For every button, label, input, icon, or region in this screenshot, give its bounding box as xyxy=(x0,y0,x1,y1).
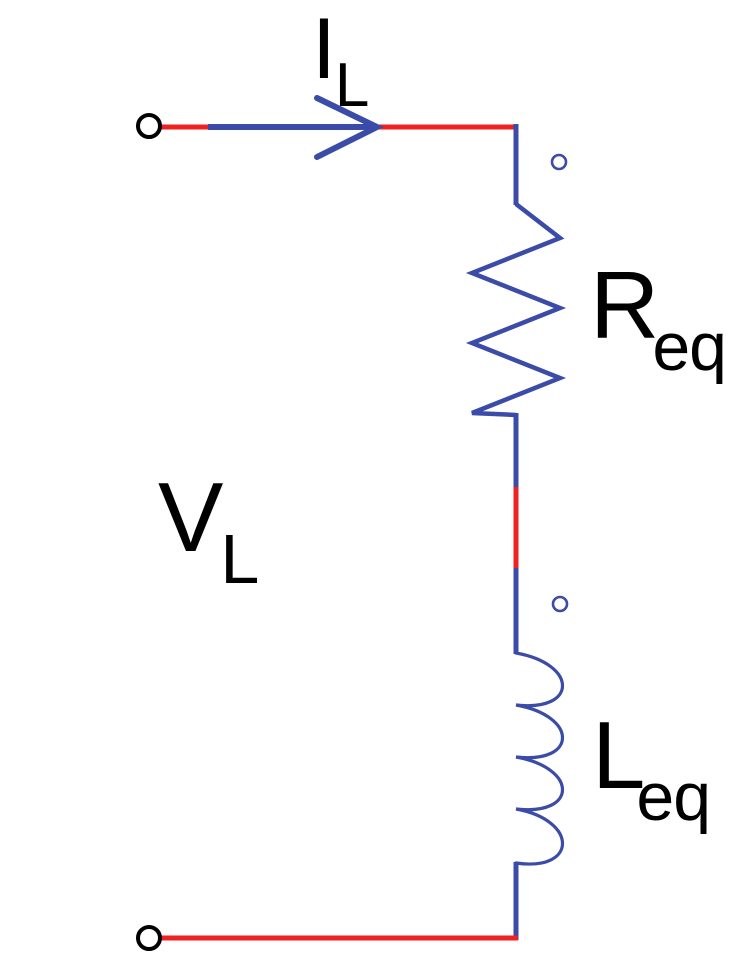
current-label-base: I xyxy=(312,1,336,97)
voltage-label: VL xyxy=(158,468,260,594)
voltage-label-base: V xyxy=(158,462,223,572)
inductor-label-subscript: eq xyxy=(636,759,711,835)
current-label: IL xyxy=(312,6,369,117)
inductor-symbol xyxy=(514,651,565,866)
inductor-label: Leq xyxy=(592,708,718,832)
terminal-bottom-circle[interactable] xyxy=(136,925,162,951)
terminal-top-circle[interactable] xyxy=(136,113,162,139)
node-marker-upper-icon xyxy=(550,153,568,171)
resistor-label: Req xyxy=(590,258,732,382)
voltage-label-subscript: L xyxy=(220,520,259,598)
current-label-subscript: L xyxy=(334,51,369,120)
current-arrow-head xyxy=(314,95,384,160)
resistor-label-base: R xyxy=(590,252,659,359)
node-marker-lower-icon xyxy=(551,595,569,613)
resistor-label-subscript: eq xyxy=(652,309,727,385)
resistor-symbol xyxy=(465,202,567,418)
inductor-label-base: L xyxy=(592,702,645,809)
